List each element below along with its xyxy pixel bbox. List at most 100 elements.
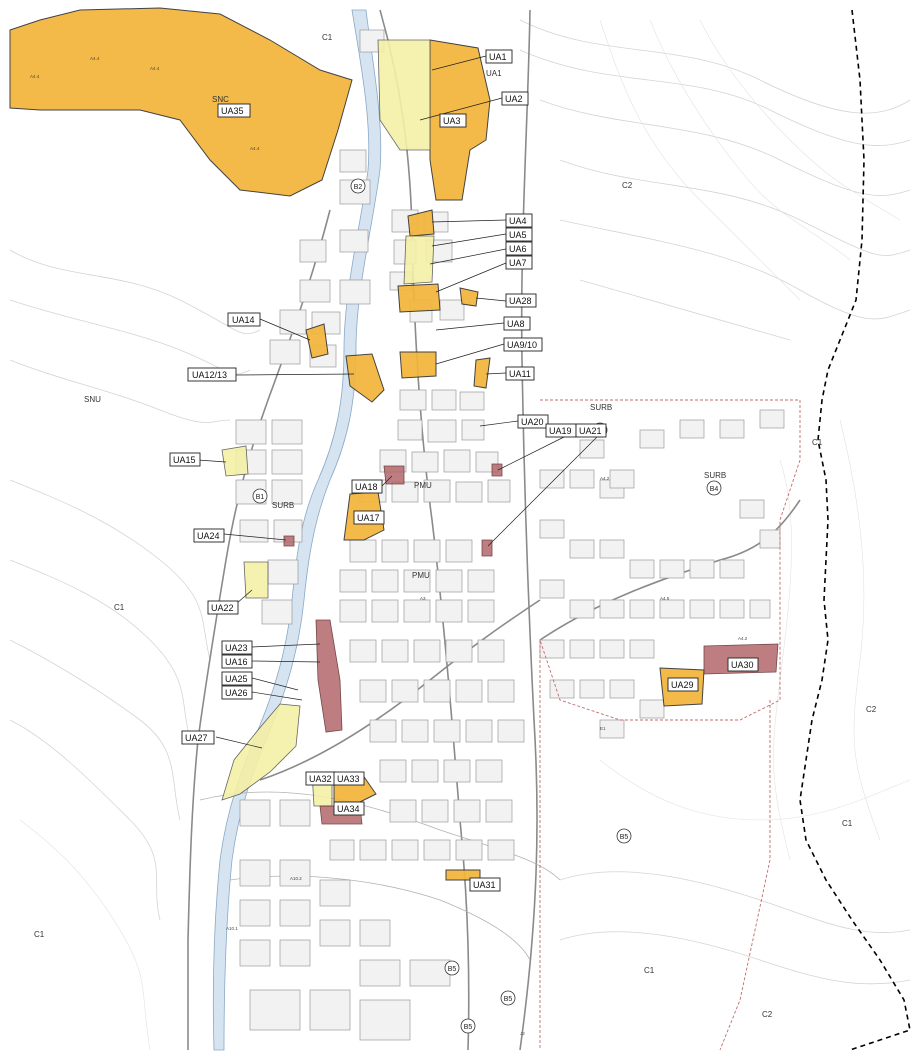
circle-b5d: B5 bbox=[460, 1018, 476, 1034]
svg-text:UA5: UA5 bbox=[509, 230, 527, 240]
label-surb-b1: SURB bbox=[272, 501, 294, 510]
svg-text:UA19: UA19 bbox=[549, 426, 572, 436]
label-c2-top: C2 bbox=[622, 181, 633, 190]
unit-labels: UA1 UA2 UA3 UA4 UA5 UA6 UA7 UA28 UA8 UA9… bbox=[169, 49, 759, 892]
label-ua24: UA24 bbox=[193, 528, 225, 543]
municipal-boundary bbox=[799, 9, 911, 1051]
svg-text:A4.5: A4.5 bbox=[660, 596, 670, 601]
label-ua20: UA20 bbox=[517, 414, 549, 429]
svg-text:UA27: UA27 bbox=[185, 733, 208, 743]
label-surb-b3: SURB bbox=[590, 403, 612, 412]
label-ua25: UA25 bbox=[221, 671, 253, 686]
label-ua32: UA32 bbox=[305, 771, 337, 786]
label-ua14: UA14 bbox=[227, 312, 261, 327]
label-ua8: UA8 bbox=[503, 316, 531, 331]
svg-text:J2: J2 bbox=[520, 1031, 525, 1036]
svg-text:UA24: UA24 bbox=[197, 531, 220, 541]
svg-text:UA7: UA7 bbox=[509, 258, 527, 268]
zone-ua24 bbox=[283, 535, 295, 547]
label-ua1213: UA12/13 bbox=[187, 367, 237, 382]
label-ua31: UA31 bbox=[469, 877, 501, 892]
svg-text:UA35: UA35 bbox=[221, 106, 244, 116]
svg-text:B5: B5 bbox=[620, 834, 629, 841]
zone-ua19 bbox=[491, 463, 503, 477]
zone-ua21 bbox=[481, 539, 493, 557]
svg-text:UA29: UA29 bbox=[671, 680, 694, 690]
svg-text:A4.4: A4.4 bbox=[90, 56, 100, 61]
label-ua1: UA1 bbox=[485, 49, 513, 64]
svg-text:B2: B2 bbox=[354, 184, 363, 191]
zone-ua14 bbox=[305, 323, 329, 359]
zone-ua1 bbox=[377, 39, 431, 151]
label-ua30: UA30 bbox=[727, 657, 759, 672]
label-pmu-2: PMU bbox=[412, 571, 430, 580]
label-c1-west: C1 bbox=[114, 603, 125, 612]
planning-limits bbox=[539, 399, 801, 1051]
zone-ua16 bbox=[315, 619, 343, 733]
label-ua21: UA21 bbox=[575, 423, 607, 438]
svg-text:UA2: UA2 bbox=[505, 94, 523, 104]
svg-text:A3: A3 bbox=[420, 596, 426, 601]
label-ua26: UA26 bbox=[221, 685, 253, 700]
svg-text:UA26: UA26 bbox=[225, 688, 248, 698]
zone-ua28 bbox=[459, 287, 479, 307]
svg-text:UA1: UA1 bbox=[489, 52, 507, 62]
urban-blocks bbox=[235, 29, 785, 1041]
label-snu: SNU bbox=[84, 395, 101, 404]
svg-text:UA28: UA28 bbox=[509, 296, 532, 306]
zone-ua11 bbox=[473, 357, 491, 389]
svg-text:UA23: UA23 bbox=[225, 643, 248, 653]
svg-text:UA14: UA14 bbox=[232, 315, 255, 325]
label-ua27: UA27 bbox=[181, 730, 215, 745]
label-ua2: UA2 bbox=[501, 91, 529, 106]
label-ua11: UA11 bbox=[505, 366, 535, 381]
label-ua23: UA23 bbox=[221, 640, 253, 655]
circle-b1: B1 bbox=[252, 488, 268, 504]
svg-text:A10.2: A10.2 bbox=[290, 876, 302, 881]
svg-text:A4.4: A4.4 bbox=[250, 146, 260, 151]
svg-text:B5: B5 bbox=[448, 966, 457, 973]
svg-text:UA4: UA4 bbox=[509, 216, 527, 226]
svg-text:UA8: UA8 bbox=[507, 319, 525, 329]
label-ua7: UA7 bbox=[505, 255, 533, 270]
terrain-contours bbox=[9, 19, 911, 1051]
svg-text:UA17: UA17 bbox=[357, 513, 380, 523]
svg-text:E1: E1 bbox=[600, 726, 606, 731]
svg-text:UA3: UA3 bbox=[443, 116, 461, 126]
zone-ua5 bbox=[403, 235, 435, 285]
svg-text:UA18: UA18 bbox=[355, 482, 378, 492]
zone-ua18 bbox=[383, 465, 405, 485]
svg-text:UA31: UA31 bbox=[473, 880, 496, 890]
svg-text:B5: B5 bbox=[464, 1024, 473, 1031]
label-ua16: UA16 bbox=[221, 654, 253, 669]
label-pmu-1: PMU bbox=[414, 481, 432, 490]
label-ua6: UA6 bbox=[505, 241, 533, 256]
svg-text:UA25: UA25 bbox=[225, 674, 248, 684]
label-ua3: UA3 bbox=[439, 113, 467, 128]
label-ua17: UA17 bbox=[353, 510, 385, 525]
label-snc: SNC bbox=[212, 95, 229, 104]
svg-text:A4.4: A4.4 bbox=[30, 74, 40, 79]
svg-text:B1: B1 bbox=[256, 494, 265, 501]
label-ua910: UA9/10 bbox=[503, 337, 543, 352]
zone-ua15 bbox=[221, 445, 249, 477]
label-ua1-sub: UA1 bbox=[486, 69, 502, 78]
circle-b4: B4 bbox=[706, 480, 722, 496]
label-c1-east: C1 bbox=[812, 438, 823, 447]
circle-b2: B2 bbox=[350, 178, 366, 194]
svg-text:UA12/13: UA12/13 bbox=[192, 370, 227, 380]
svg-text:B5: B5 bbox=[504, 996, 513, 1003]
label-c1-top: C1 bbox=[322, 33, 333, 42]
label-ua19: UA19 bbox=[545, 423, 577, 438]
svg-text:UA9/10: UA9/10 bbox=[507, 340, 537, 350]
svg-text:UA15: UA15 bbox=[173, 455, 196, 465]
leader-lines bbox=[197, 55, 599, 749]
zone-ua22 bbox=[243, 561, 269, 599]
label-ua15: UA15 bbox=[169, 452, 201, 467]
zone-ua7 bbox=[397, 283, 441, 313]
svg-text:UA33: UA33 bbox=[337, 774, 360, 784]
plain-labels: UA1 SNC SNU C1 C2 C1 C1 C1 C1 C1 C2 C2 S… bbox=[34, 33, 877, 1019]
svg-text:UA32: UA32 bbox=[309, 774, 332, 784]
circle-b5a: B5 bbox=[616, 828, 632, 844]
